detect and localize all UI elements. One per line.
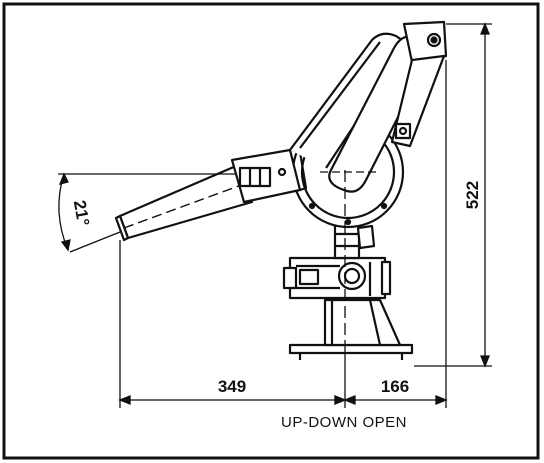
reach-left-label: 349 xyxy=(218,377,246,396)
reach-dimension xyxy=(118,60,448,408)
pedestal xyxy=(323,298,402,347)
forearm-cone xyxy=(114,164,254,242)
counter-link xyxy=(390,54,446,148)
angle-label: 21° xyxy=(70,199,93,228)
base-plate xyxy=(288,343,414,360)
height-label: 522 xyxy=(463,181,482,209)
upper-link-left xyxy=(289,32,410,169)
waist-housing xyxy=(282,256,392,300)
dimension-lines xyxy=(58,22,492,408)
height-dimension xyxy=(414,22,492,368)
neck-coupling xyxy=(333,220,376,260)
top-bracket xyxy=(402,20,448,64)
wrist-housing xyxy=(230,148,308,204)
drawing-frame xyxy=(2,2,540,460)
reach-right-label: 166 xyxy=(381,377,409,396)
robot-arm xyxy=(114,20,448,360)
angle-dimension xyxy=(58,172,236,253)
caption: UP-DOWN OPEN xyxy=(281,414,407,431)
